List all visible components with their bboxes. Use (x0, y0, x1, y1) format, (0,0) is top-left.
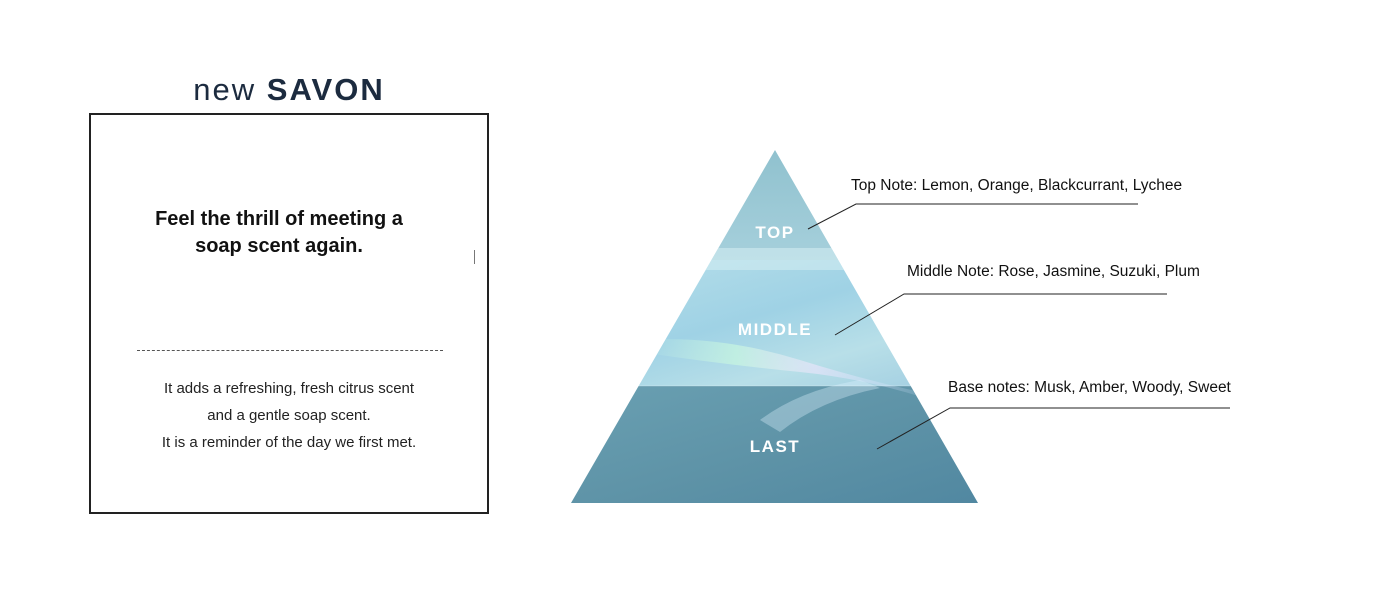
leader-line-top (807, 203, 1138, 230)
card-headline: Feel the thrill of meeting a soap scent … (111, 206, 447, 260)
note-top: Top Note: Lemon, Orange, Blackcurrant, L… (851, 177, 1182, 194)
note-last: Base notes: Musk, Amber, Woody, Sweet (948, 379, 1232, 396)
tier-label-top: TOP (755, 223, 794, 242)
card-description: It adds a refreshing, fresh citrus scent… (101, 375, 477, 456)
pyramid-tier-top (571, 150, 978, 260)
brand-title: new SAVON (90, 70, 488, 110)
description-line-2: and a gentle soap scent. (207, 407, 371, 424)
tier-label-middle: MIDDLE (738, 320, 812, 339)
description-line-1: It adds a refreshing, fresh citrus scent (163, 380, 415, 397)
dashed-divider (137, 350, 443, 351)
brand-prefix: new (193, 72, 257, 107)
pyramid-tier-last (571, 386, 978, 503)
headline-line-2: soap scent again. (195, 235, 363, 257)
tier-label-last: LAST (750, 437, 800, 456)
text-cursor-mark (474, 250, 475, 264)
product-card: Feel the thrill of meeting a soap scent … (89, 113, 489, 514)
leader-line-middle (834, 293, 1167, 336)
note-middle: Middle Note: Rose, Jasmine, Suzuki, Plum (907, 263, 1200, 280)
leader-line-last (876, 407, 1230, 450)
brand-name: SAVON (266, 72, 385, 107)
headline-line-1: Feel the thrill of meeting a (155, 208, 403, 230)
description-line-3: It is a reminder of the day we first met… (161, 434, 417, 451)
